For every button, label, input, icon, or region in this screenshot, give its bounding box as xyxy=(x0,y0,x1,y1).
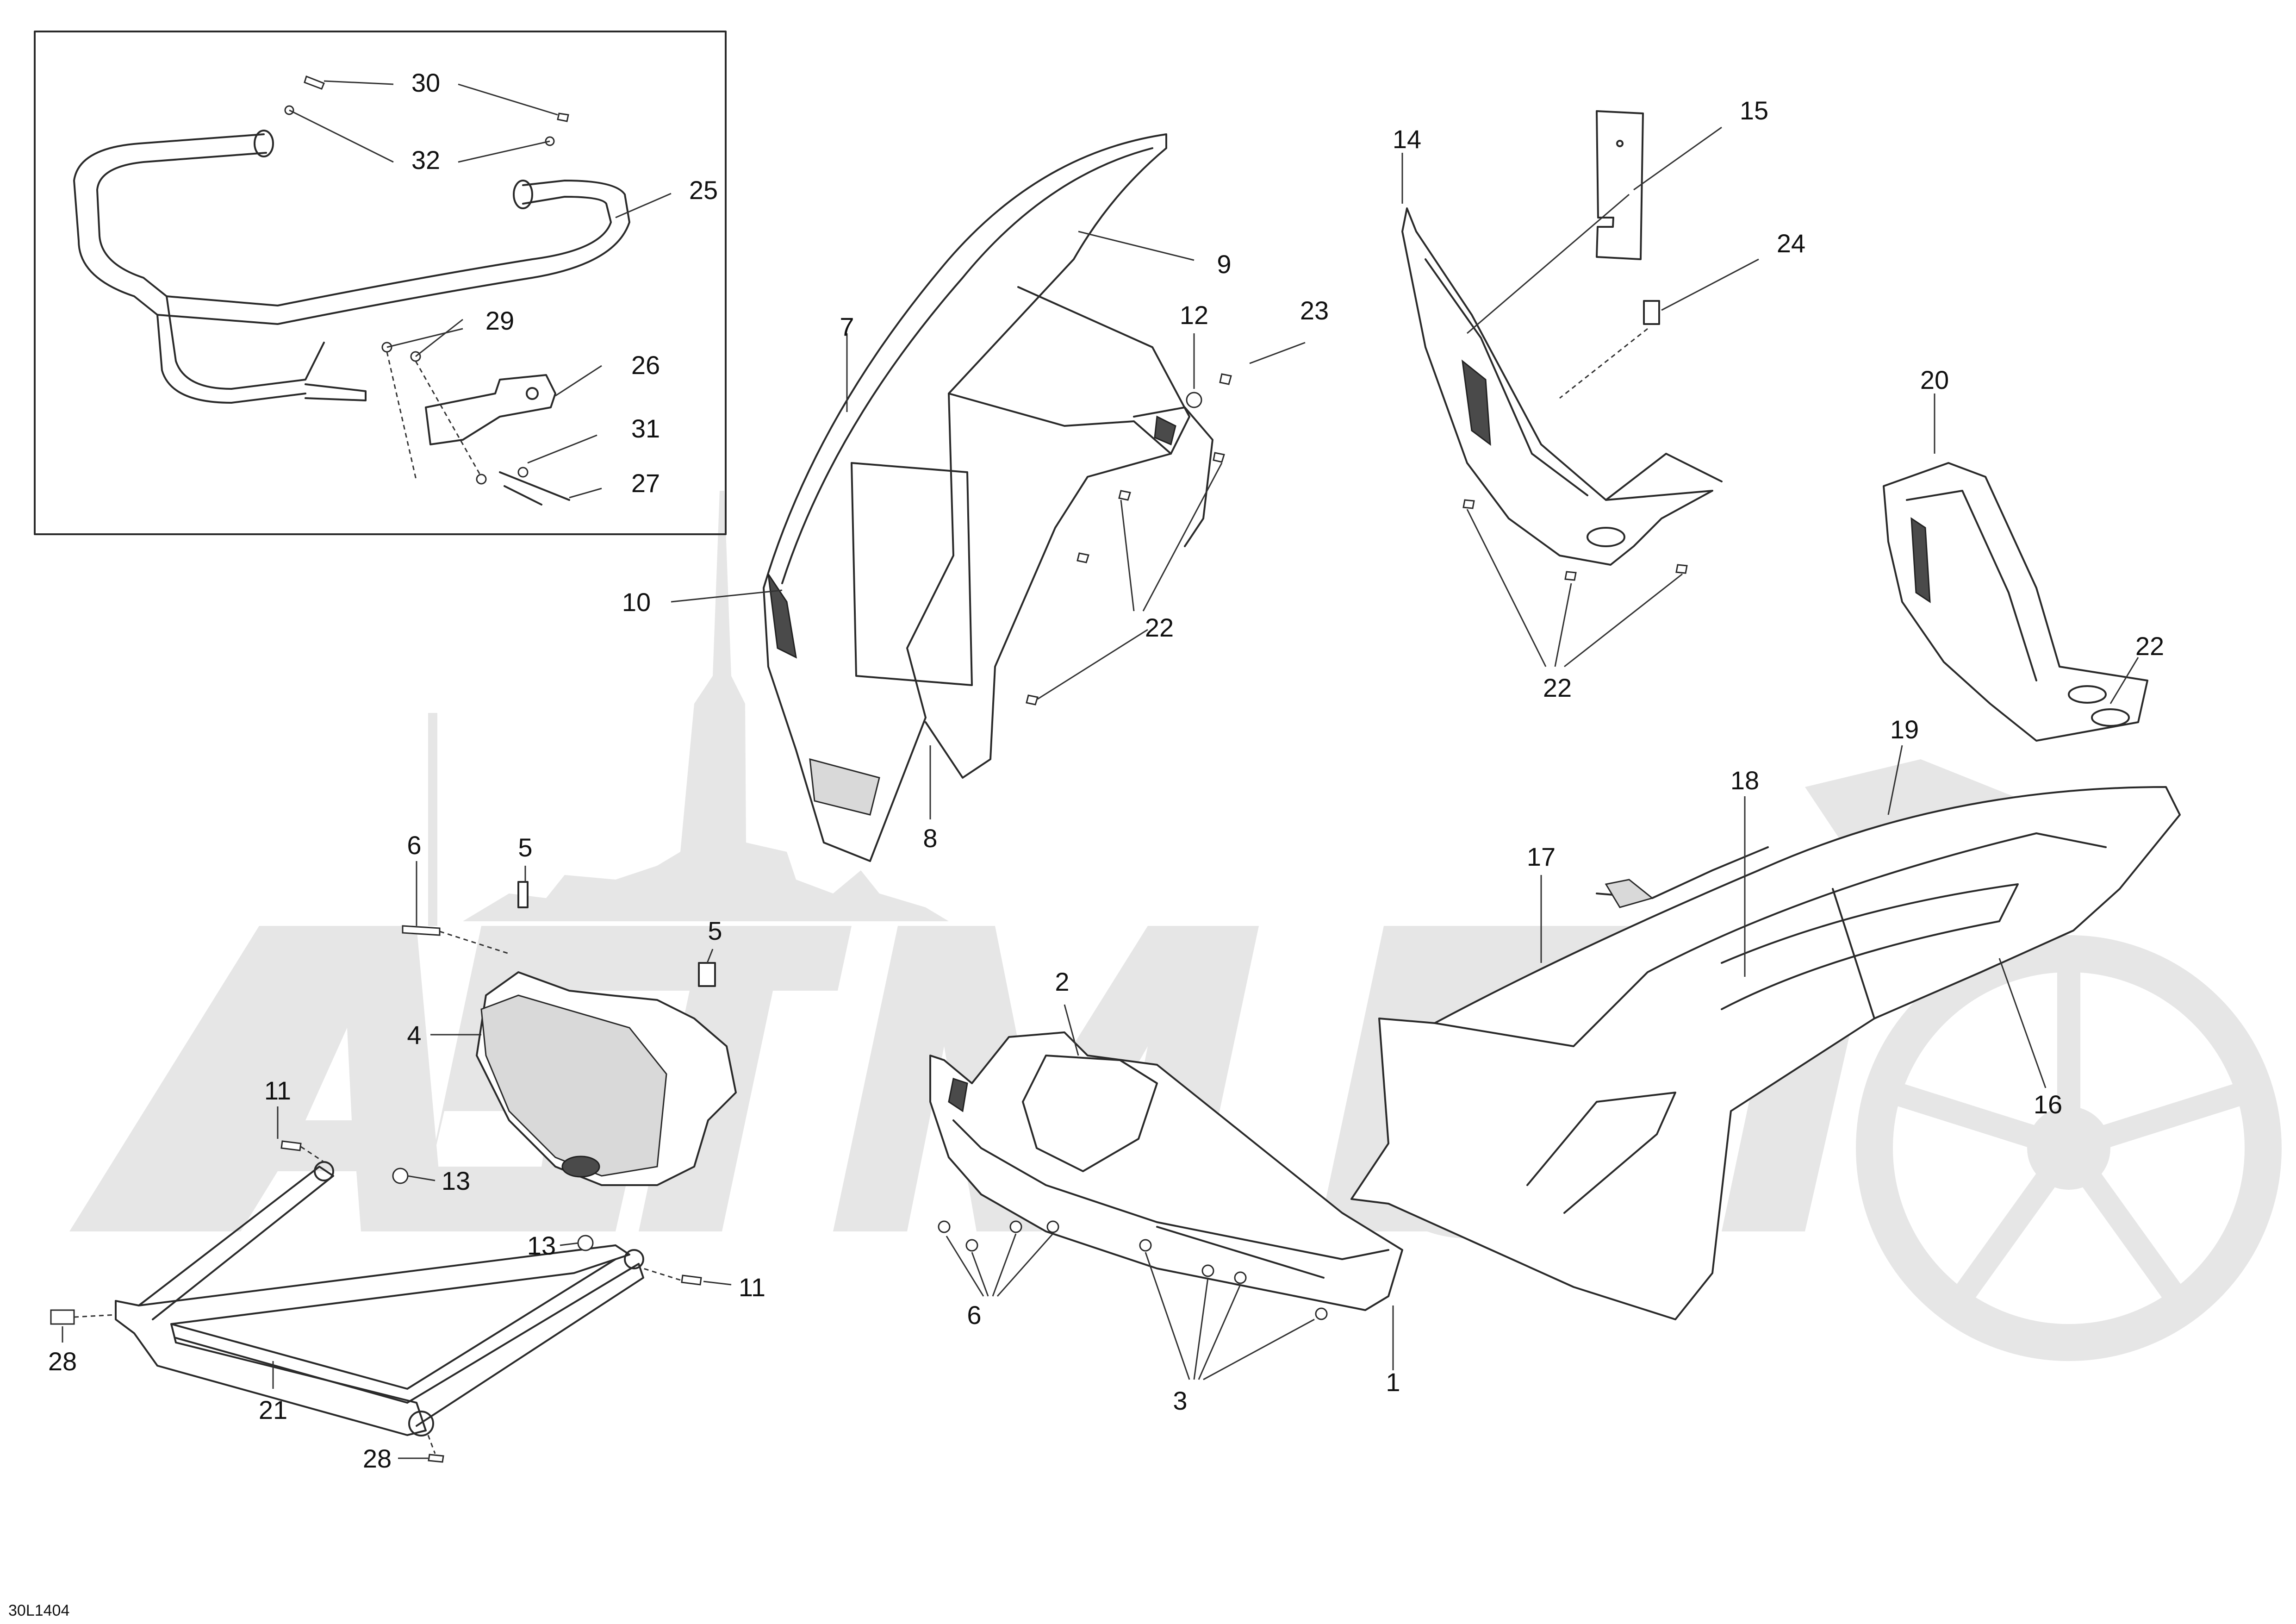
callout-23: 23 xyxy=(1300,296,1329,325)
drawing-code: 30L1404 xyxy=(8,1602,69,1619)
callout-labels: 30 32 25 29 26 31 27 7 9 12 23 10 22 8 1… xyxy=(48,68,2164,1473)
callout-6-skid: 6 xyxy=(967,1300,981,1330)
callout-24: 24 xyxy=(1777,229,1805,258)
callout-30: 30 xyxy=(411,68,440,97)
callout-12: 12 xyxy=(1180,300,1208,330)
callout-4: 4 xyxy=(407,1020,421,1049)
callout-7: 7 xyxy=(840,312,854,341)
callout-2: 2 xyxy=(1055,967,1069,996)
inset-bumper-kit xyxy=(34,31,727,535)
callout-17: 17 xyxy=(1527,842,1556,871)
callout-8: 8 xyxy=(923,824,937,853)
callout-22-bracket: 22 xyxy=(2135,631,2164,661)
callout-10: 10 xyxy=(622,587,651,617)
callout-11-upper: 11 xyxy=(264,1076,291,1105)
callout-15: 15 xyxy=(1740,96,1768,125)
callout-27: 27 xyxy=(631,468,660,498)
callout-22-front: 22 xyxy=(1145,613,1174,642)
callout-13-right: 13 xyxy=(442,1166,470,1195)
callout-19: 19 xyxy=(1890,715,1919,744)
callout-31: 31 xyxy=(631,414,660,443)
callout-16: 16 xyxy=(2034,1090,2062,1119)
callout-5-left: 5 xyxy=(518,833,532,862)
skid-plate xyxy=(929,1004,1403,1380)
callout-5-right: 5 xyxy=(708,916,722,945)
callout-26: 26 xyxy=(631,350,660,380)
side-bracket xyxy=(1883,394,2148,742)
callout-6-grille: 6 xyxy=(407,831,421,860)
lower-bar-frame xyxy=(50,1106,732,1463)
side-panel-upper xyxy=(1401,110,1759,668)
callout-20: 20 xyxy=(1920,365,1949,394)
callout-22-side: 22 xyxy=(1543,673,1572,702)
callout-32: 32 xyxy=(411,145,440,175)
callout-13-left: 13 xyxy=(527,1231,556,1260)
callout-14: 14 xyxy=(1393,125,1421,154)
callout-28-left: 28 xyxy=(48,1347,77,1376)
front-fascia-assembly xyxy=(671,133,1306,862)
callout-29: 29 xyxy=(485,306,514,335)
callout-18: 18 xyxy=(1730,766,1759,795)
side-panel-lower xyxy=(1350,745,2181,1320)
callout-11-lower: 11 xyxy=(739,1273,765,1302)
callout-25: 25 xyxy=(689,175,718,205)
front-grille xyxy=(402,861,737,1186)
callout-21: 21 xyxy=(259,1395,287,1424)
callout-9: 9 xyxy=(1217,250,1231,279)
callout-28-bottom: 28 xyxy=(363,1444,392,1473)
callout-1: 1 xyxy=(1386,1368,1400,1397)
callout-3: 3 xyxy=(1173,1386,1187,1415)
